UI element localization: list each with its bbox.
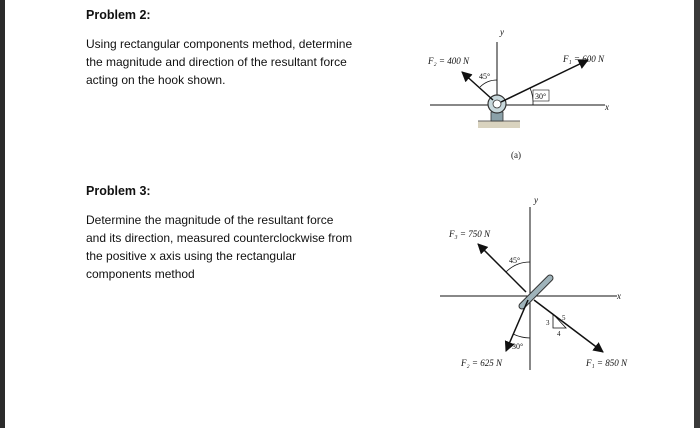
fig-b-45-arc xyxy=(505,261,531,273)
fig-b-30-arc xyxy=(512,333,531,339)
fig-b-f3-label: F₃ = 750 N xyxy=(448,229,491,239)
fig-a-30-box xyxy=(532,89,550,102)
fig-a-f1-label: F₁ = 600 N xyxy=(562,54,605,64)
fig-b-f1-label: F₁ = 850 N xyxy=(585,358,628,368)
fig-b-f2-arrow xyxy=(504,299,529,352)
problem-2-line-1: Using rectangular components method, det… xyxy=(86,37,353,51)
fig-a-f2-arrow xyxy=(461,71,494,101)
problem-3-block: Problem 3: Determine the magnitude of th… xyxy=(86,184,376,283)
fig-b-ratio-3: 3 xyxy=(546,319,550,327)
fig-b-ratio-5: 5 xyxy=(562,314,566,322)
problem-3-line-1: Determine the magnitude of the resultant… xyxy=(86,213,334,227)
fig-b-45-label: 45° xyxy=(509,256,520,265)
fig-a-45-arc xyxy=(479,79,498,88)
fig-a-f1-arrow xyxy=(500,59,589,103)
fig-a-caption: (a) xyxy=(511,150,521,160)
fig-b-f3-arrow xyxy=(477,243,527,293)
fig-a-ground xyxy=(478,121,520,128)
right-dark-border xyxy=(694,0,700,428)
fig-a-hook-eye xyxy=(492,99,502,109)
figure-a: y x F₂ = 400 N 45° F₁ = 600 N 30° (a) xyxy=(427,27,609,160)
fig-a-30-arc xyxy=(529,87,534,106)
problem-3-line-3: the positive x axis using the rectangula… xyxy=(86,249,297,263)
fig-a-x-label: x xyxy=(604,102,609,112)
fig-b-x-label: x xyxy=(616,291,621,301)
fig-b-f1-arrow xyxy=(533,299,604,353)
fig-a-f2-label: F₂ = 400 N xyxy=(427,56,470,66)
fig-a-y-label: y xyxy=(499,27,504,37)
fig-a-45-label: 45° xyxy=(479,72,490,81)
problem-3-heading: Problem 3: xyxy=(86,184,151,198)
problem-3-line-4: components method xyxy=(86,267,195,281)
problem-2-line-3: acting on the hook shown. xyxy=(86,73,226,87)
problem-2-line-2: the magnitude and direction of the resul… xyxy=(86,55,347,69)
left-dark-border xyxy=(0,0,5,428)
problem-2-heading: Problem 2: xyxy=(86,8,151,22)
fig-a-30-label: 30° xyxy=(535,92,546,101)
figure-b: y x F₃ = 750 N 45° F₂ = 625 N 30° F₁ = 8… xyxy=(440,195,628,370)
fig-b-y-label: y xyxy=(533,195,538,205)
problem-3-line-2: and its direction, measured counterclock… xyxy=(86,231,353,245)
fig-b-f2-label: F₂ = 625 N xyxy=(460,358,503,368)
fig-b-ratio-4: 4 xyxy=(557,330,561,338)
fig-b-slope-triangle xyxy=(552,312,567,329)
problem-2-block: Problem 2: Using rectangular components … xyxy=(86,8,376,89)
fig-b-30-label: 30° xyxy=(512,342,523,351)
